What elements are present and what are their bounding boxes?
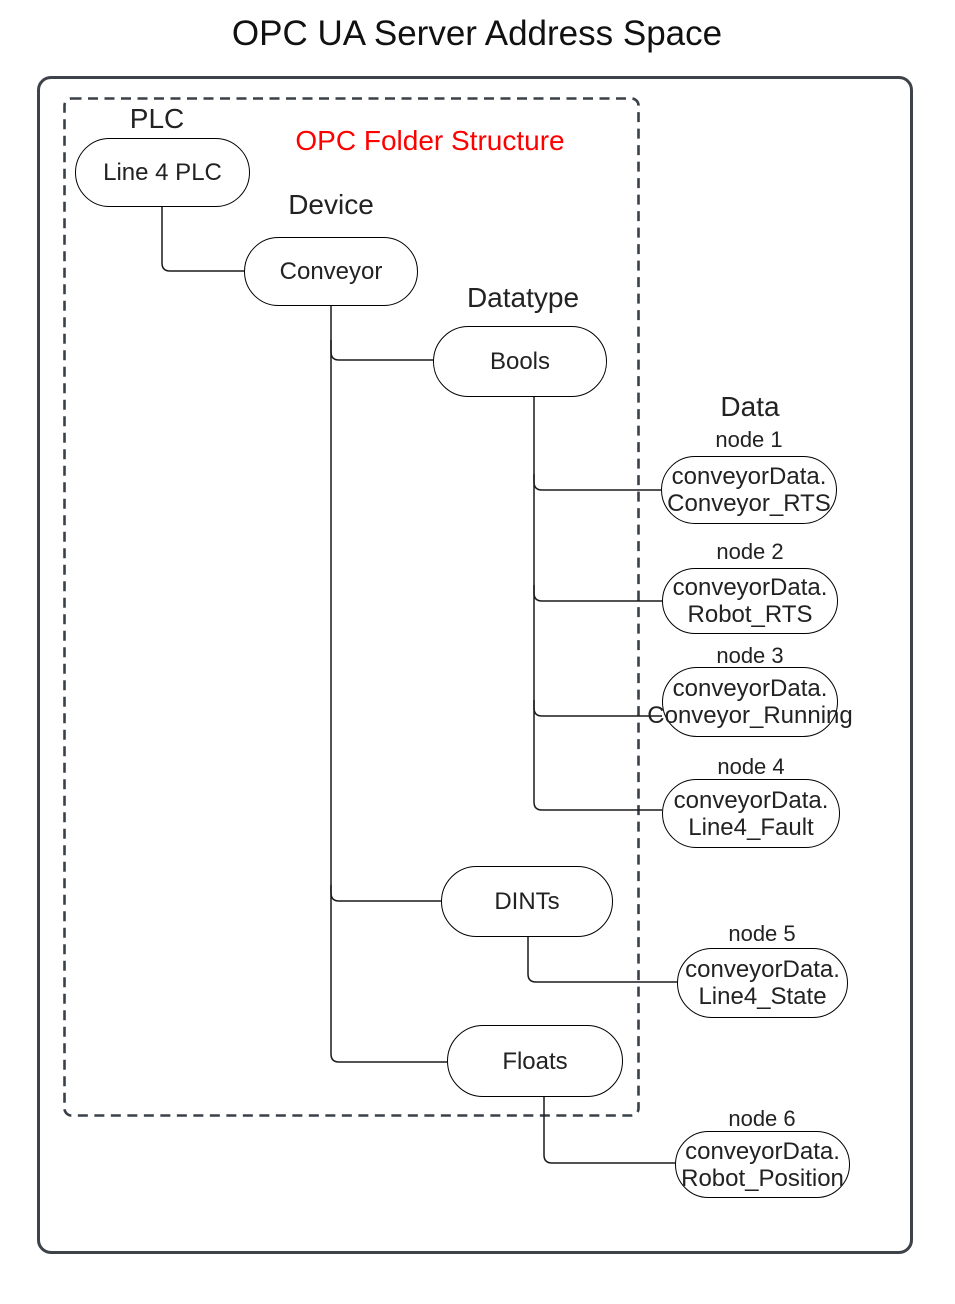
node2-line2: Robot_RTS [687,601,813,628]
node2-caption: node 2 [716,539,784,564]
edge-floats-to-node6 [543,1096,675,1164]
datatype-dints-bubble: DINTs [441,866,613,937]
datatype-floats-bubble: Floats [447,1025,623,1097]
edge-conveyor-to-dints [330,885,441,902]
node2-line1: conveyorData. [672,574,828,601]
node4-caption: node 4 [717,754,785,779]
plc-node-label: Line 4 PLC [103,159,222,186]
node5-line1: conveyorData. [685,956,840,983]
diagram-title: OPC UA Server Address Space [231,14,723,53]
data-node3-bubble: conveyorData. Conveyor_Running [647,667,853,737]
opc-folder-structure-annotation: OPC Folder Structure [295,125,565,156]
edge-bools-to-node3 [533,700,662,717]
edge-dints-to-node5 [527,936,677,983]
plc-node-bubble: Line 4 PLC [75,138,250,207]
node5-caption: node 5 [728,921,796,946]
node1-caption: node 1 [715,427,783,452]
edge-bools-to-node4 [533,396,662,811]
data-node5-bubble: conveyorData. Line4_State [677,948,848,1018]
node3-caption: node 3 [716,643,784,668]
node5-line2: Line4_State [698,983,827,1010]
edge-plc-to-conveyor [161,206,244,272]
edge-conveyor-to-floats [330,305,447,1063]
node3-line1: conveyorData. [672,675,828,702]
node6-line2: Robot_Position [681,1164,844,1192]
node3-line2: Conveyor_Running [647,702,853,729]
group-label-plc: PLC [129,103,185,134]
device-node-label: Conveyor [279,258,383,285]
node1-line2: Conveyor_RTS [667,490,831,517]
edge-bools-to-node1 [533,474,661,491]
bools-label: Bools [489,348,551,375]
data-node4-bubble: conveyorData. Line4_Fault [662,779,840,848]
edge-conveyor-to-bools [330,340,433,361]
node1-line1: conveyorData. [671,463,827,490]
dints-label: DINTs [494,888,560,915]
data-node1-bubble: conveyorData. Conveyor_RTS [661,456,837,524]
data-node6-bubble: conveyorData. Robot_Position [675,1131,850,1198]
datatype-bools-bubble: Bools [433,326,607,397]
device-node-bubble: Conveyor [244,237,418,306]
node6-line1: conveyorData. [685,1137,840,1165]
group-label-data: Data [720,391,780,422]
floats-label: Floats [502,1047,568,1075]
node6-caption: node 6 [728,1106,796,1131]
data-node2-bubble: conveyorData. Robot_RTS [662,568,838,634]
opc-folder-structure-frame [63,97,640,1117]
node4-line2: Line4_Fault [688,813,814,841]
group-label-device: Device [288,189,374,220]
group-label-datatype: Datatype [466,282,580,313]
address-space-frame [37,76,913,1254]
edge-bools-to-node2 [533,585,662,602]
node4-line1: conveyorData. [673,786,829,814]
